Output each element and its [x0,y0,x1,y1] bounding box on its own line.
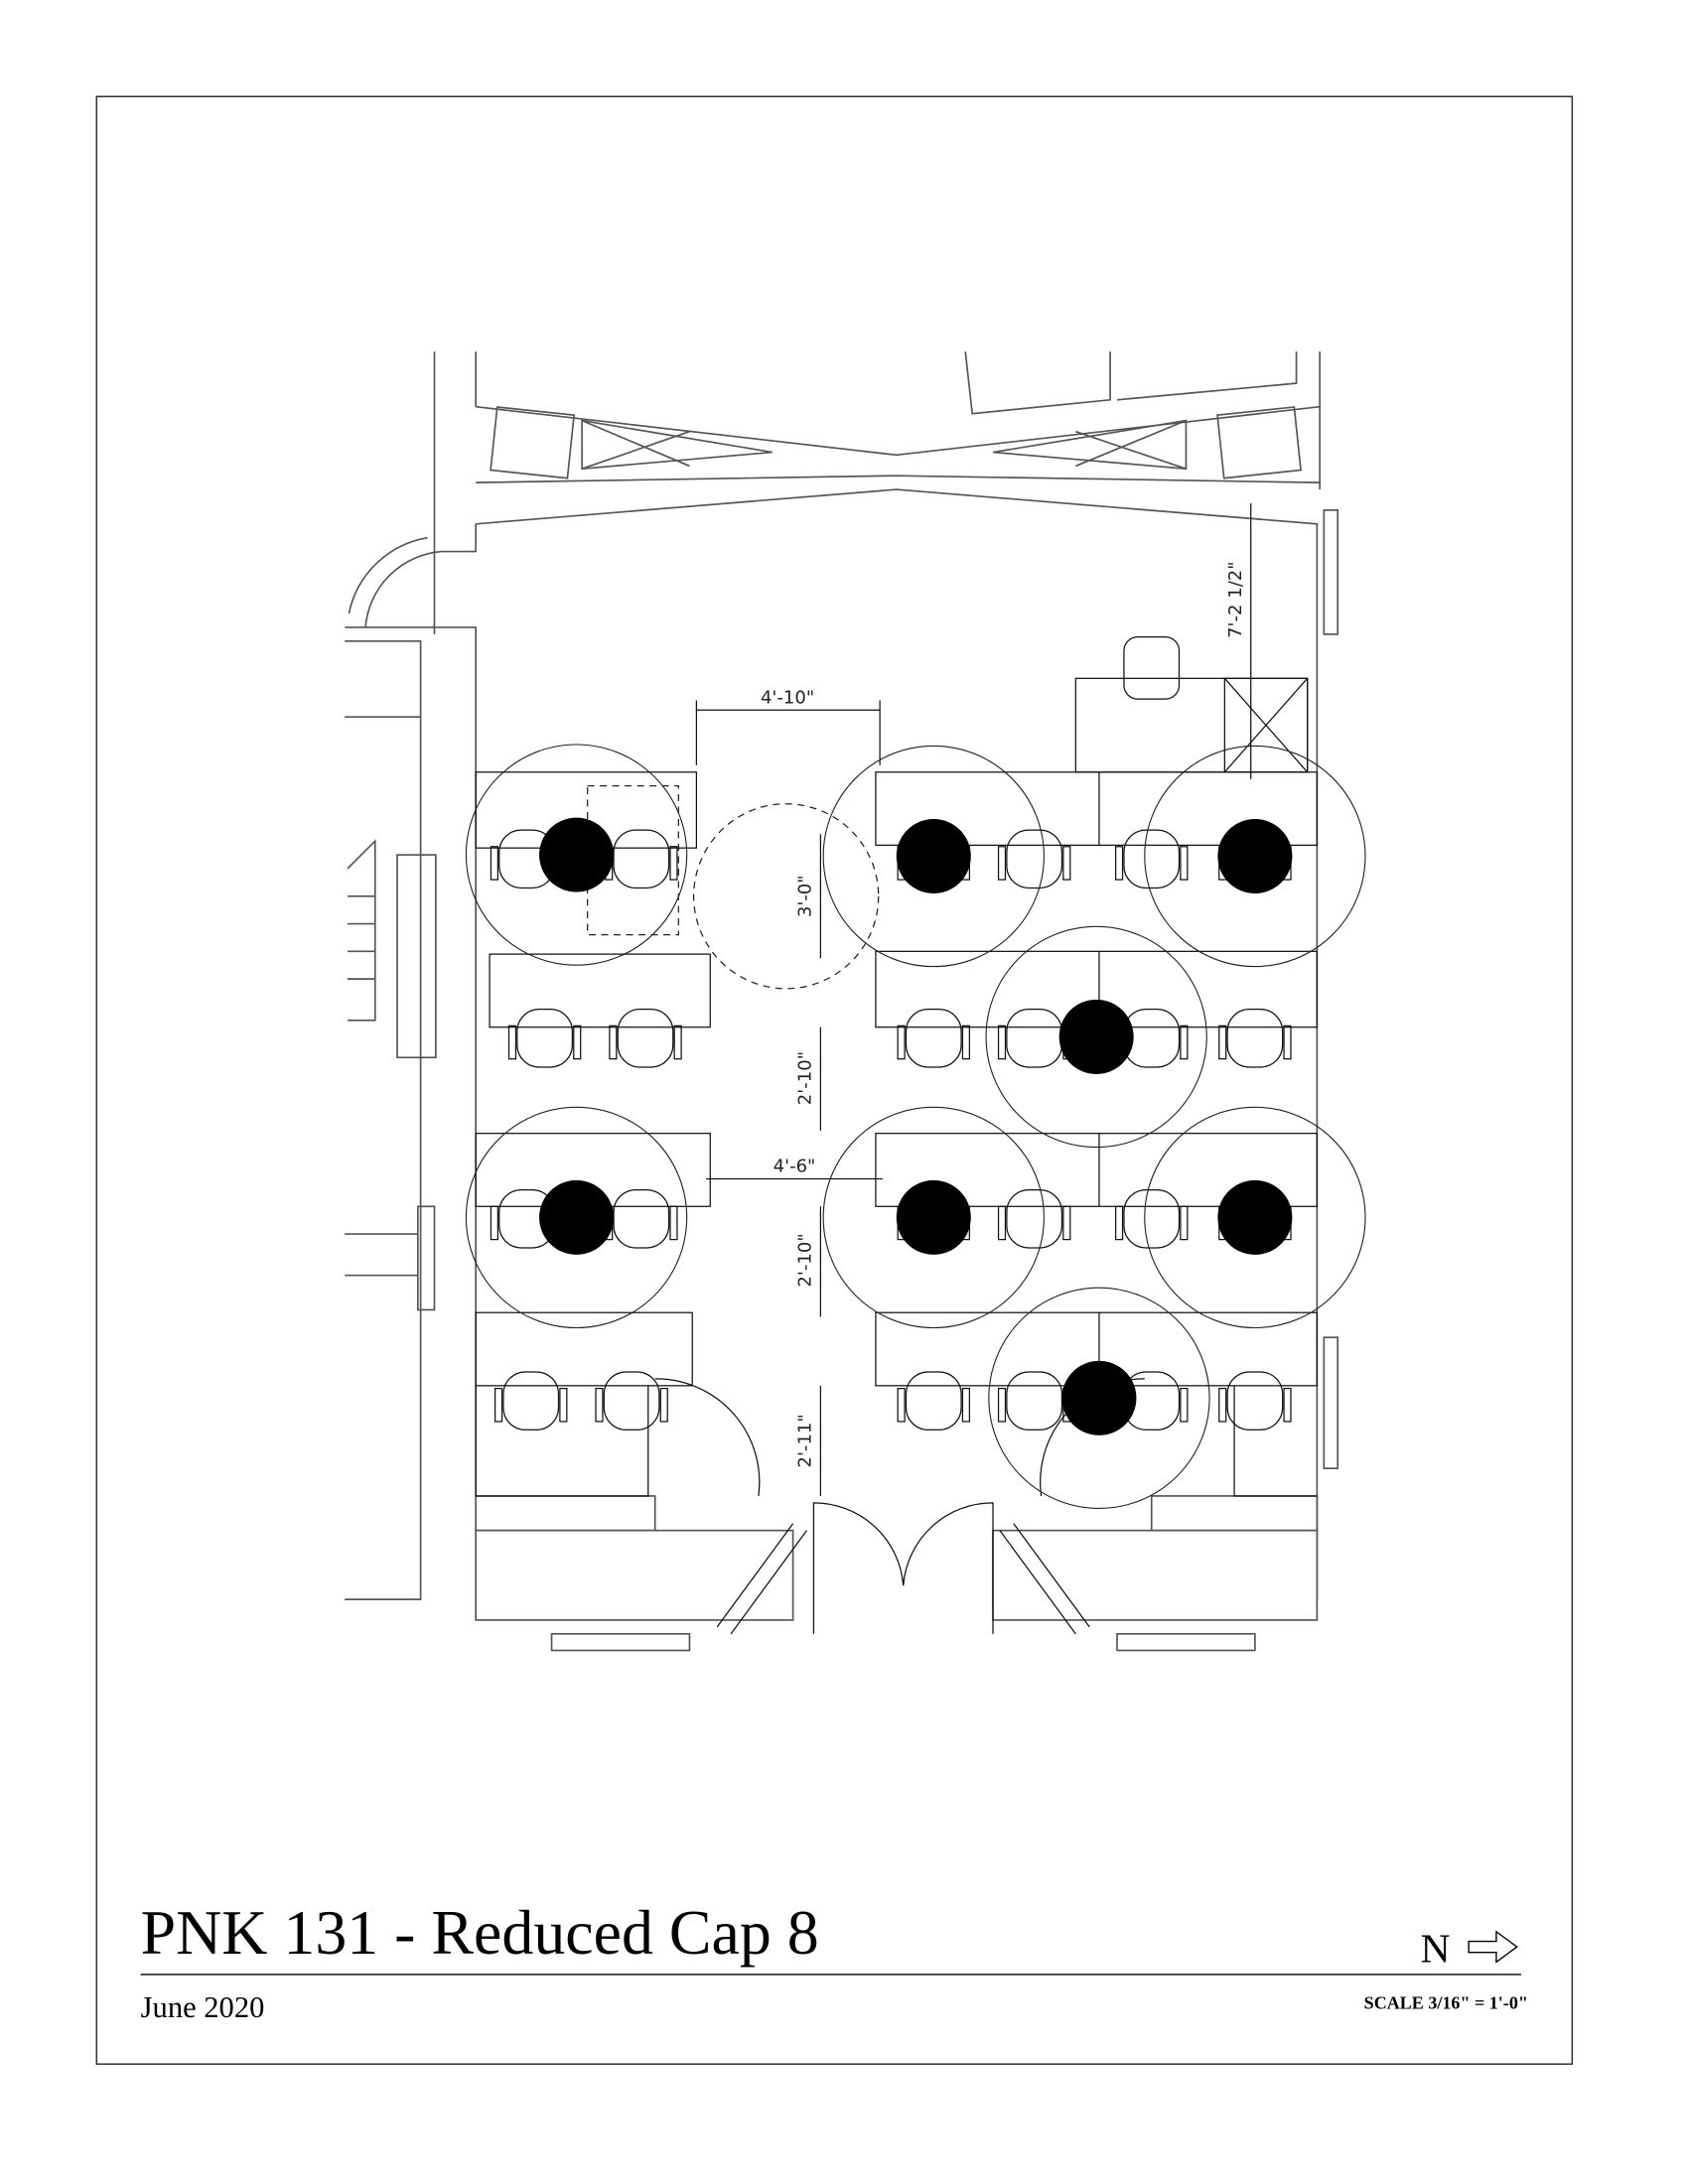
occupied-seat-marker [1217,1179,1293,1255]
dimension-aisle-mid: 4'-6" [774,1157,816,1177]
occupied-seat-marker [896,1179,971,1255]
office-chair [507,1009,582,1068]
office-chair [1218,1009,1292,1068]
office-chair [1114,1188,1189,1249]
scale-label: SCALE 3/16" = 1'-0" [1364,1993,1528,2013]
distancing-circle [465,1106,688,1329]
distancing-circle [988,1287,1210,1509]
distancing-circle [1144,1106,1366,1329]
office-chair [1114,829,1189,889]
distancing-circle [985,925,1207,1149]
dimension-right-side: 7'-2 1/2" [1225,561,1246,638]
office-chair [997,829,1071,889]
office-chair [493,1371,568,1431]
distancing-circle [822,745,1045,968]
distancing-circle [822,1106,1045,1329]
occupied-seat-marker [1217,819,1293,893]
sheet-date: June 2020 [141,1990,265,2024]
dimension-lines [695,502,1252,1496]
dimension-clearance-1: 3'-0" [795,875,816,917]
building-walls [345,351,1339,1652]
office-chair [609,1009,682,1068]
office-chair [897,1371,971,1431]
office-chair [997,1371,1071,1431]
occupied-seats [539,817,1293,1435]
occupied-seat-marker [896,819,971,893]
distancing-circles [465,744,1366,1509]
occupied-seat-marker [539,1179,615,1255]
office-chair [605,829,678,889]
office-chair [1218,1371,1292,1431]
office-chair [595,1371,668,1431]
occupied-seat-marker [1061,1360,1137,1435]
reception-desk [1074,636,1309,773]
occupied-seat-marker [1058,999,1134,1074]
occupied-seat-marker [539,817,615,892]
distancing-circle [1144,745,1366,968]
dimension-clearance-2: 2'-10" [795,1051,816,1105]
sheet-title: PNK 131 - Reduced Cap 8 [141,1897,819,1968]
office-chair [897,1009,971,1068]
clearance-circle [692,803,880,990]
distancing-circle [465,744,688,966]
reception-chair [1123,636,1181,700]
north-label: N [1421,1926,1451,1972]
office-chair [605,1188,678,1249]
sheet-border [95,95,1574,2065]
dimension-clearance-4: 2'-11" [795,1414,816,1467]
office-chair [997,1188,1071,1249]
north-arrow-icon [1468,1930,1518,1964]
dimension-aisle-top: 4'-10" [761,687,814,708]
chairs [490,829,1292,1431]
dimension-clearance-3: 2'-10" [795,1233,816,1287]
